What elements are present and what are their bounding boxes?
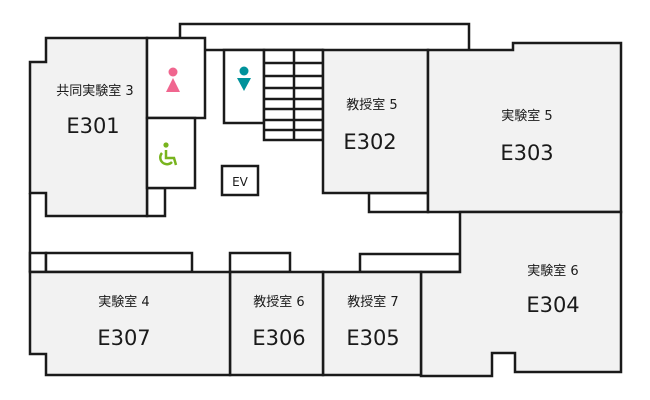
walls <box>28 22 471 274</box>
room-name: 実験室 5 <box>501 108 552 124</box>
room-e305[interactable]: 教授室 7 E305 <box>321 270 423 377</box>
room-code: E306 <box>252 326 305 350</box>
male-icon <box>237 66 251 91</box>
room-code: E307 <box>97 326 150 350</box>
room-name: 教授室 5 <box>346 97 397 113</box>
room-name: 教授室 6 <box>253 294 304 310</box>
room-code: E303 <box>500 141 553 165</box>
room-e304[interactable]: 実験室 6 E304 <box>419 210 623 378</box>
elevator[interactable]: EV <box>220 164 260 197</box>
room-name: 実験室 4 <box>98 294 149 310</box>
room-code: E304 <box>526 293 579 317</box>
womens-restroom[interactable] <box>145 36 207 120</box>
accessible-restroom[interactable] <box>145 116 197 190</box>
room-e301[interactable]: 共同実験室 3 E301 <box>28 36 149 218</box>
elevator-label: EV <box>232 175 249 189</box>
room-name: 教授室 7 <box>347 294 398 310</box>
wheelchair-icon <box>159 142 178 166</box>
room-e307[interactable]: 実験室 4 E307 <box>28 270 232 377</box>
stairs <box>262 48 325 142</box>
room-e306[interactable]: 教授室 6 E306 <box>228 270 325 377</box>
female-icon <box>166 67 180 92</box>
room-code: E302 <box>343 130 396 154</box>
room-code: E305 <box>346 326 399 350</box>
mens-restroom[interactable] <box>222 48 266 125</box>
room-e302[interactable]: 教授室 5 E302 <box>321 48 430 195</box>
room-code: E301 <box>66 114 119 138</box>
room-name: 実験室 6 <box>527 263 578 279</box>
room-e303[interactable]: 実験室 5 E303 <box>426 41 623 214</box>
room-name: 共同実験室 3 <box>56 83 133 99</box>
